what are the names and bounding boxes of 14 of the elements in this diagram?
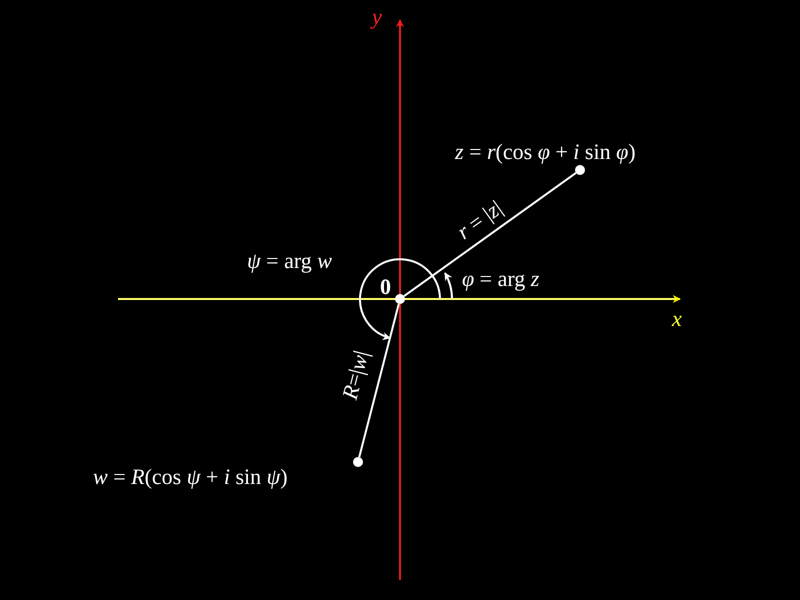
formula-label: z = r(cos φ + i sin φ) — [455, 141, 636, 163]
formula-label: w = R(cos ψ + i sin ψ) — [93, 466, 288, 488]
edge-label: R=|w| — [339, 348, 373, 402]
point-dot — [395, 294, 405, 304]
line-segment — [358, 304, 400, 458]
point-dot — [353, 457, 363, 467]
axis-label: x — [672, 308, 682, 330]
origin-label: 0 — [380, 276, 391, 298]
line-segment — [403, 172, 577, 297]
axis-label: y — [372, 6, 382, 28]
edge-label: r = |z| — [453, 196, 506, 244]
angle-label: φ = arg z — [462, 268, 540, 290]
angle-label: ψ = arg w — [247, 250, 332, 272]
point-dot — [575, 165, 585, 175]
